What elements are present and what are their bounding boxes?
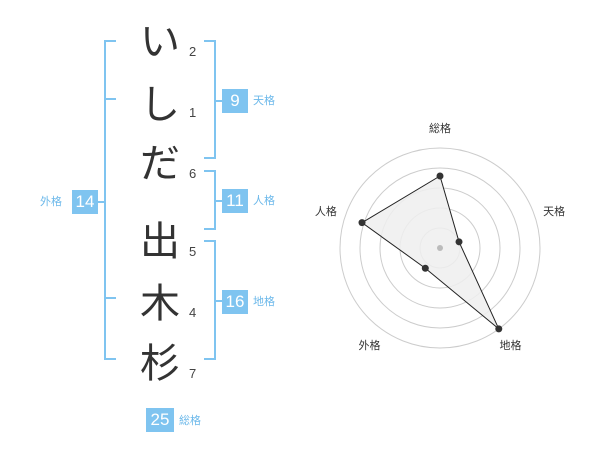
- radar-axis-label: 地格: [500, 338, 522, 352]
- radar-polygon-layer: [361, 175, 500, 330]
- radar-polygon: [361, 175, 500, 330]
- jinkaku-value: 11: [222, 189, 248, 213]
- soukaku-value: 25: [146, 408, 174, 432]
- radar-point: [358, 219, 366, 227]
- stroke-count-5: 4: [189, 305, 197, 320]
- stroke-count-1: 2: [189, 44, 197, 59]
- name-char-1: い: [140, 19, 180, 65]
- tenkaku-label: 天格: [253, 94, 275, 107]
- chikaku-value: 16: [222, 290, 248, 314]
- tenkaku-value: 9: [222, 89, 248, 113]
- soukaku-label: 総格: [179, 414, 201, 427]
- radar-ring: [339, 147, 541, 349]
- stroke-count-2: 1: [189, 105, 197, 120]
- radar-point: [421, 264, 429, 272]
- stroke-count-6: 7: [189, 366, 197, 381]
- radar-point: [436, 172, 444, 180]
- radar-ring: [359, 167, 521, 329]
- stroke-count-3: 6: [189, 166, 197, 181]
- radar-axis-label: 外格: [358, 338, 380, 352]
- name-char-2: し: [140, 82, 180, 128]
- radar-point: [455, 238, 463, 246]
- name-char-4: 出: [140, 219, 180, 265]
- gaikaku-value: 14: [72, 190, 98, 214]
- radar-points: [358, 172, 503, 333]
- radar-point: [495, 325, 503, 333]
- jinkaku-label: 人格: [253, 194, 275, 207]
- radar-axis-label: 総格: [429, 121, 451, 135]
- gaikaku-label: 外格: [40, 195, 62, 208]
- name-char-5: 木: [140, 281, 180, 327]
- chikaku-label: 地格: [253, 295, 275, 308]
- radar-center-point: [437, 245, 443, 251]
- name-char-6: 杉: [140, 341, 180, 387]
- radar-axis-label: 人格: [315, 204, 337, 218]
- name-char-3: だ: [140, 141, 180, 187]
- stroke-count-4: 5: [189, 244, 197, 259]
- radar-axis-label: 天格: [543, 204, 565, 218]
